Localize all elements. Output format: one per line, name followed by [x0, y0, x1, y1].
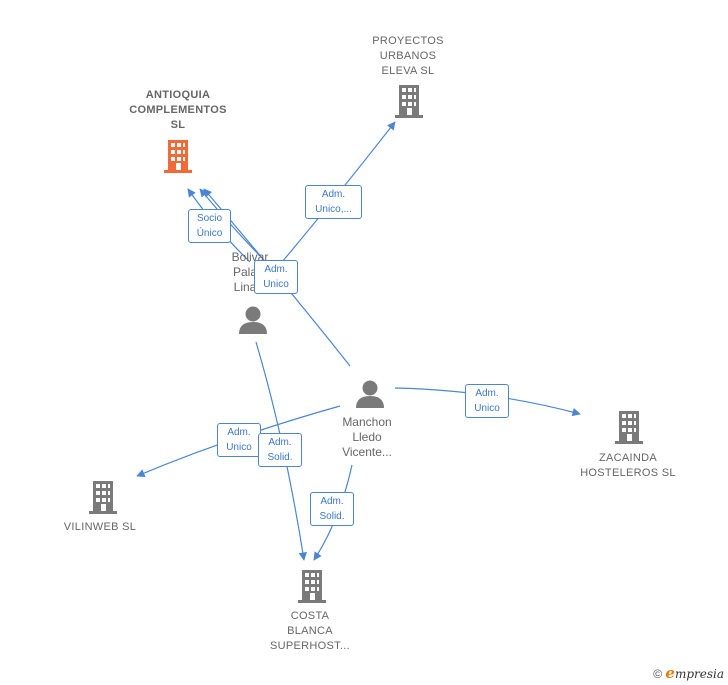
footer-brand: © empresia — [653, 664, 724, 682]
building-icon[interactable] — [298, 570, 326, 603]
building-icon[interactable] — [164, 140, 192, 173]
company-label-zacainda[interactable]: ZACAINDA HOSTELEROS SL — [580, 452, 676, 479]
company-label-proyectos[interactable]: PROYECTOS URBANOS ELEVA SL — [372, 35, 444, 77]
relation-adm-solid-bolivar[interactable]: Adm. Solid. — [258, 433, 302, 467]
person-icon[interactable] — [356, 380, 384, 409]
building-icon[interactable] — [89, 481, 117, 514]
relation-adm-unico-zacainda[interactable]: Adm. Unico — [465, 384, 509, 418]
person-label-manchon[interactable]: Manchon Lledo Vicente... — [342, 415, 392, 459]
building-icon[interactable] — [615, 411, 643, 444]
company-label-vilinweb[interactable]: VILINWEB SL — [63, 521, 137, 533]
empresia-logo: empresia — [665, 664, 724, 682]
person-icon[interactable] — [239, 306, 267, 335]
copyright-symbol: © — [653, 667, 663, 681]
relation-adm-unico-proyectos[interactable]: Adm. Unico,... — [305, 185, 362, 219]
relation-adm-solid-manchon[interactable]: Adm. Solid. — [310, 492, 354, 526]
relation-socio-unico[interactable]: Socio Único — [188, 209, 231, 243]
building-icon[interactable] — [395, 85, 423, 118]
company-label-antioquia[interactable]: ANTIOQUIA COMPLEMENTOS SL — [129, 89, 227, 131]
relation-adm-unico-vilinweb[interactable]: Adm. Unico — [217, 423, 261, 457]
relation-adm-unico-bolivar[interactable]: Adm. Unico — [254, 260, 298, 294]
company-label-costa[interactable]: COSTA BLANCA SUPERHOST... — [269, 610, 350, 652]
